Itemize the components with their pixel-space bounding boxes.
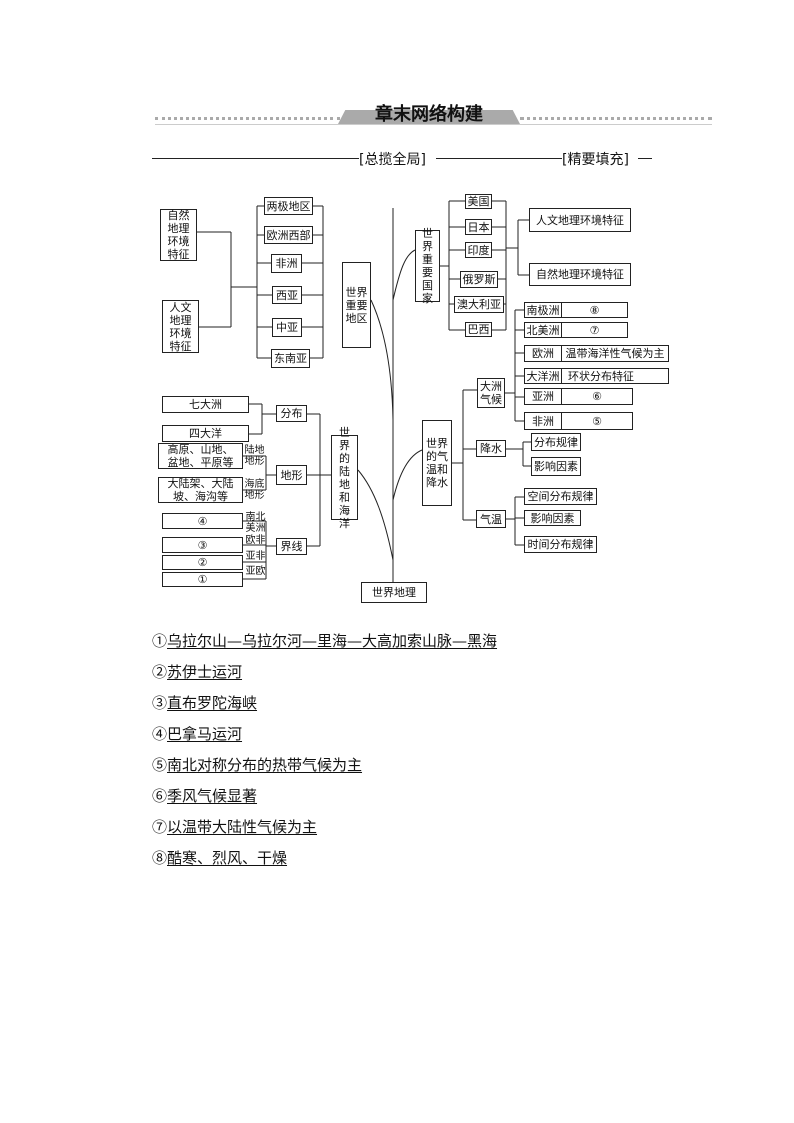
answer-item: ⑤南北对称分布的热带气候为主 <box>152 756 363 774</box>
continent-row: 北美洲 ⑦ <box>524 322 628 338</box>
precip-item: 影响因素 <box>531 457 581 476</box>
answer-item: ⑧酷寒、烈风、干燥 <box>152 849 288 867</box>
temp-item: 时间分布规律 <box>524 536 597 553</box>
region-item: 非洲 <box>271 254 302 273</box>
answer-item: ④巴拿马运河 <box>152 725 243 743</box>
continent-row: 欧洲 温带海洋性气候为主 <box>524 345 669 362</box>
continent-climate-node: 大洲气候 <box>477 378 505 408</box>
page-title: 章末网络构建 <box>375 104 483 125</box>
countries-node: 世界重要国家 <box>415 227 440 305</box>
boundary-tag: 欧非 <box>245 535 266 546</box>
boundary-item: ③ <box>162 537 243 553</box>
land-ocean-node: 世界的陆地和海洋 <box>331 426 358 530</box>
boundary-node: 界线 <box>276 538 307 555</box>
country-feature: 人文地理环境特征 <box>529 208 631 232</box>
regions-node: 世界重要地区 <box>342 262 371 348</box>
continent-name: 欧洲 <box>525 346 562 361</box>
region-item: 欧洲西部 <box>264 226 313 244</box>
header-dots-left <box>155 117 340 120</box>
region-item: 西亚 <box>272 286 302 304</box>
continent-value: 温带海洋性气候为主 <box>565 347 665 360</box>
country-item: 美国 <box>465 194 492 209</box>
terrain-item: 大陆架、大陆坡、海沟等 <box>158 477 243 503</box>
precip-item: 分布规律 <box>531 433 581 451</box>
continent-name: 非洲 <box>525 413 562 429</box>
answer-item: ⑦以温带大陆性气候为主 <box>152 818 318 836</box>
continent-row: 大洋洲 环状分布特征 <box>524 368 669 384</box>
region-feature: 人文地理环境特征 <box>162 300 199 353</box>
continent-name: 北美洲 <box>525 323 562 337</box>
continent-row: 亚洲 ⑥ <box>524 388 633 405</box>
boundary-tag: 亚非 <box>245 551 266 562</box>
section-bar: [总揽全局] [精要填充] <box>152 149 657 168</box>
terrain-tag: 海底地形 <box>244 479 265 501</box>
precipitation-node: 降水 <box>476 440 506 457</box>
terrain-item: 高原、山地、盆地、平原等 <box>158 443 243 469</box>
continent-name: 亚洲 <box>525 389 562 404</box>
root-node: 世界地理 <box>361 582 427 603</box>
country-feature: 自然地理环境特征 <box>529 263 631 286</box>
country-item: 澳大利亚 <box>454 296 504 313</box>
boundary-tag: 亚欧 <box>245 566 266 577</box>
terrain-node: 地形 <box>276 465 307 485</box>
boundary-item: ④ <box>162 513 243 529</box>
continent-name: 大洋洲 <box>525 369 562 383</box>
region-item: 中亚 <box>272 318 302 337</box>
continent-row: 南极洲 ⑧ <box>524 302 628 318</box>
terrain-tag: 陆地地形 <box>244 445 265 467</box>
section-fill: [精要填充] <box>562 152 629 168</box>
continent-value: ⑦ <box>589 323 600 337</box>
boundary-tag: 南北美洲 <box>245 512 266 534</box>
region-item: 东南亚 <box>271 349 310 368</box>
country-item: 巴西 <box>465 322 492 337</box>
answer-item: ②苏伊士运河 <box>152 663 243 681</box>
country-item: 俄罗斯 <box>460 271 498 288</box>
boundary-item: ② <box>162 555 243 570</box>
header-line <box>155 124 712 125</box>
region-item: 两极地区 <box>264 197 313 215</box>
temp-item: 空间分布规律 <box>524 488 597 505</box>
section-overview: [总揽全局] <box>359 152 426 168</box>
climate-node: 世界的气温和降水 <box>422 420 452 506</box>
continent-value: ⑧ <box>589 303 600 317</box>
continent-name: 南极洲 <box>525 303 562 317</box>
region-feature: 自然地理环境特征 <box>160 209 197 261</box>
answer-item: ①乌拉尔山—乌拉尔河—里海—大高加索山脉—黑海 <box>152 632 498 650</box>
temp-item: 影响因素 <box>524 510 581 526</box>
country-item: 印度 <box>465 242 492 258</box>
distribution-node: 分布 <box>276 405 307 422</box>
continent-value: 环状分布特征 <box>568 369 634 383</box>
country-item: 日本 <box>465 219 492 235</box>
continent-value: ⑤ <box>592 414 602 428</box>
header-tab <box>338 110 520 124</box>
continent-row: 非洲 ⑤ <box>524 412 633 430</box>
boundary-item: ① <box>162 572 243 587</box>
temperature-node: 气温 <box>476 510 506 528</box>
continent-value: ⑥ <box>592 390 602 403</box>
distribution-item: 七大洲 <box>162 396 249 413</box>
distribution-item: 四大洋 <box>162 425 249 442</box>
answer-item: ⑥季风气候显著 <box>152 787 258 805</box>
answer-item: ③直布罗陀海峡 <box>152 694 258 712</box>
header-dots-right <box>520 117 712 120</box>
